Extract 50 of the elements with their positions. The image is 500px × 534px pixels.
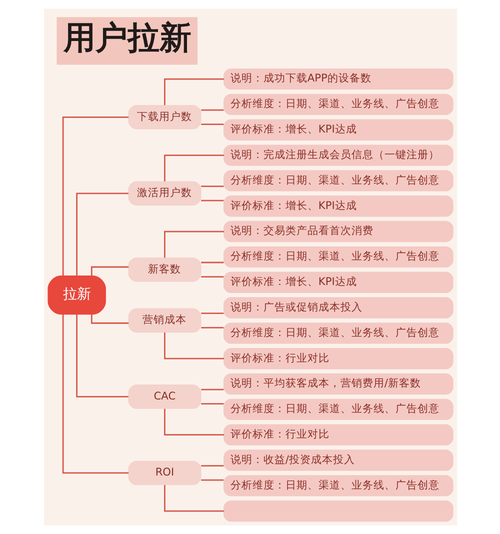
connector — [200, 388, 224, 390]
node-box: 分析维度：日期、渠道、业务线、广告创意 — [223, 475, 453, 496]
node-box: 说明：平均获客成本，营销费用/新客数 — [223, 373, 453, 395]
node-box: 下载用户数 — [128, 104, 201, 130]
node-box: 拉新 — [47, 275, 106, 315]
node-box: 说明：成功下载APP的设备数 — [223, 68, 453, 90]
node-box: CAC — [128, 384, 201, 409]
connector — [164, 408, 224, 436]
connector — [200, 312, 224, 314]
node-box: 新客数 — [128, 257, 201, 282]
connector — [76, 314, 128, 398]
diagram-title: 用户拉新 — [63, 20, 192, 56]
connector — [200, 200, 224, 202]
node-box: 说明：收益/投资成本投入 — [223, 450, 453, 471]
connector — [164, 485, 224, 512]
connector — [62, 116, 128, 276]
node-box: 分析维度：日期、渠道、业务线、广告创意 — [223, 322, 453, 344]
connector — [200, 326, 224, 328]
node-box: 说明：交易类产品看首次消费 — [223, 220, 453, 242]
node-box: 分析维度：日期、渠道、业务线、广告创意 — [223, 398, 453, 420]
connector — [200, 276, 224, 278]
connector — [200, 109, 224, 111]
node-box: 分析维度：日期、渠道、业务线、广告创意 — [223, 170, 453, 192]
node-box: 说明：广告或促销成本投入 — [223, 297, 453, 318]
node-box: 评价标准：行业对比 — [223, 348, 453, 370]
node-box: 评价标准：增长、KPI达成 — [223, 272, 453, 293]
node-box: 评价标准：增长、KPI达成 — [223, 196, 453, 217]
connector — [200, 465, 224, 466]
connector — [90, 314, 128, 324]
connector — [200, 186, 224, 187]
node-box: 评价标准：行业对比 — [223, 424, 453, 446]
connector — [200, 262, 224, 264]
node-box: 营销成本 — [128, 308, 201, 333]
connector — [164, 78, 224, 106]
connector — [200, 479, 224, 481]
node-box: 分析维度：日期、渠道、业务线、广告创意 — [223, 94, 453, 116]
connector — [164, 230, 224, 258]
node-box: 分析维度：日期、渠道、业务线、广告创意 — [223, 246, 453, 268]
connector — [76, 192, 128, 276]
connector — [164, 154, 224, 182]
node-box: 激活用户数 — [128, 181, 201, 206]
connector — [90, 266, 128, 276]
connector — [164, 332, 224, 360]
connector — [200, 124, 224, 125]
node-box: 评价标准：增长、KPI达成 — [223, 119, 453, 140]
connector — [200, 403, 224, 405]
node-box: 说明：完成注册生成会员信息（一键注册） — [223, 144, 453, 166]
connector — [62, 314, 128, 474]
node-box: ROI — [128, 460, 201, 486]
node-box — [223, 500, 453, 522]
